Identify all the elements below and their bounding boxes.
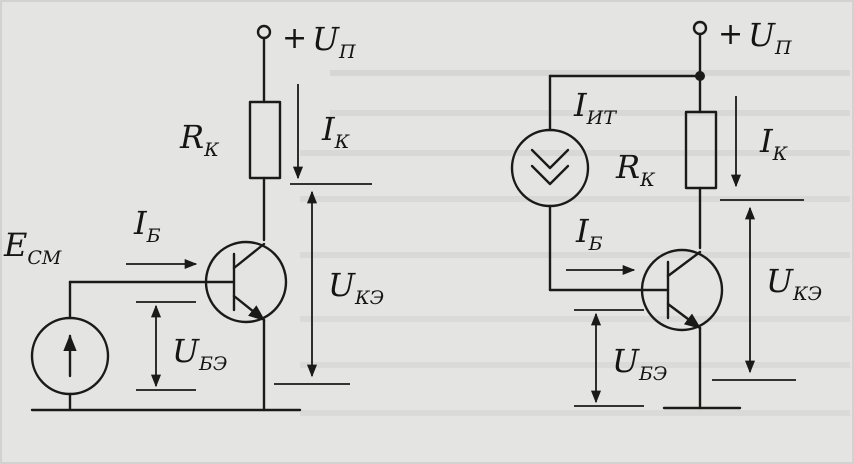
left-vce-label: UКЭ: [328, 266, 384, 309]
right-supply-label: UП: [748, 16, 792, 59]
left-base-current-label: IБ: [133, 204, 161, 247]
left-collector-resistor: [248, 100, 282, 180]
left-supply-label: UП: [312, 20, 356, 63]
left-resistor-label: RК: [179, 118, 220, 161]
right-resistor-label: RК: [615, 148, 656, 191]
right-supply-terminal: [692, 20, 708, 36]
left-bias-source-label: EСМ: [3, 226, 62, 269]
right-collector-current-label: IК: [759, 122, 789, 165]
right-current-source-label: IИТ: [573, 86, 617, 129]
right-supply-sign: +: [718, 17, 743, 52]
right-circuit: + UП IИТ IБ RК IК: [510, 16, 822, 410]
left-supply-sign: +: [282, 21, 307, 56]
right-base-current-label: IБ: [575, 212, 603, 255]
left-circuit: + UП RК IК IБ EСМ UКЭ: [3, 20, 384, 412]
left-collector-current-label: IК: [321, 110, 351, 153]
right-transistor: [640, 248, 724, 332]
left-vbe-label: UБЭ: [172, 332, 227, 375]
right-vbe-label: UБЭ: [612, 342, 667, 385]
left-supply-terminal: [256, 24, 272, 40]
right-vce-label: UКЭ: [766, 262, 822, 305]
